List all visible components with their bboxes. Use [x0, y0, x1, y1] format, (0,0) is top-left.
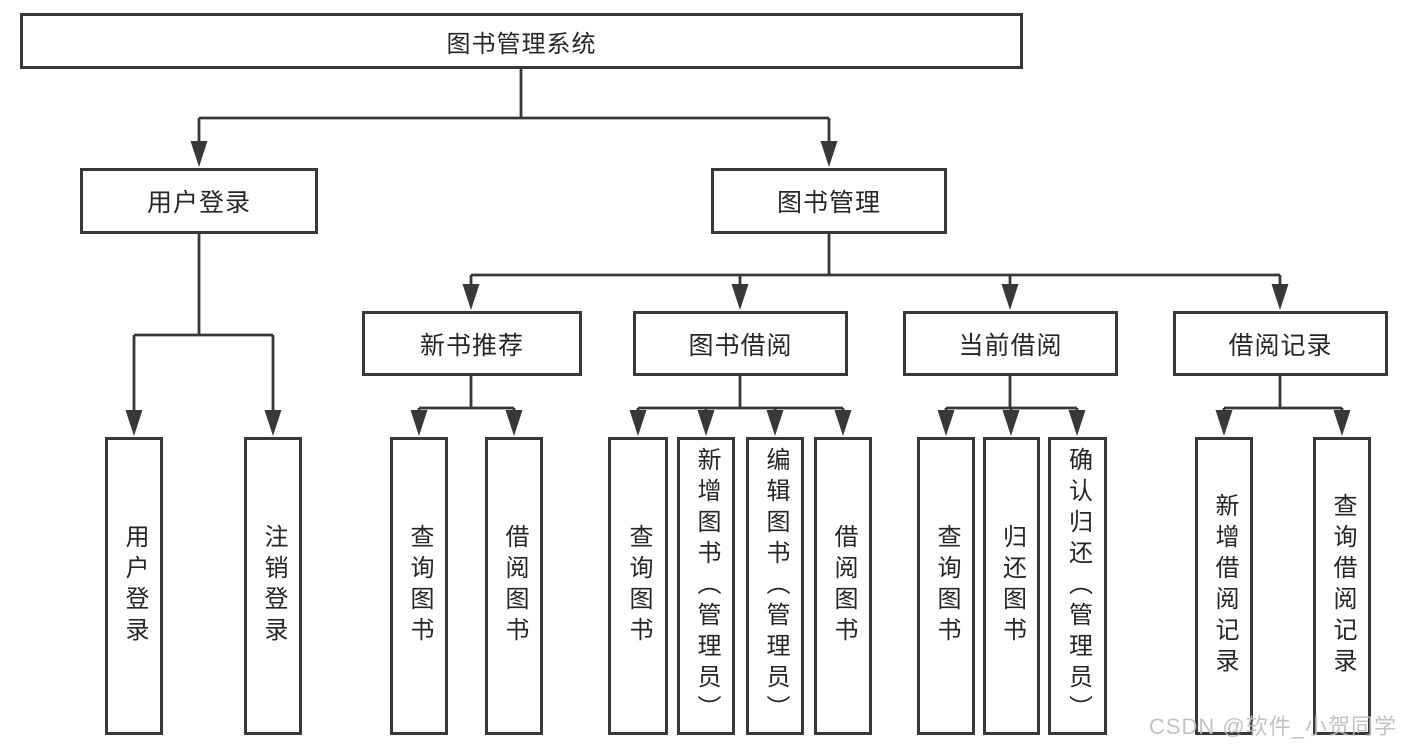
- leaf-query-books-1: 查询图书: [390, 437, 448, 735]
- leaf-confirm-return-admin: 确认归还（管理员）: [1048, 437, 1107, 735]
- node-label: 用户登录: [146, 189, 251, 217]
- arrowhead-icon: [834, 410, 852, 436]
- arrowhead-icon: [820, 141, 838, 167]
- leaf-logout: 注销登录: [244, 437, 302, 735]
- leaf-add-book-admin: 新增图书（管理员）: [677, 437, 735, 735]
- node-label: 查询图书: [933, 524, 960, 648]
- node-label: 查询借阅记录: [1329, 493, 1356, 679]
- node-current-borrowing: 当前借阅: [903, 311, 1118, 376]
- node-label: 用户登录: [121, 524, 148, 648]
- connector-current-borrow-to-leaves: [944, 376, 1079, 413]
- arrowhead-icon: [629, 410, 647, 436]
- leaf-query-borrow-record: 查询借阅记录: [1313, 437, 1371, 735]
- arrowhead-icon: [731, 284, 749, 310]
- leaf-return-book: 归还图书: [983, 437, 1040, 735]
- arrowhead-icon: [937, 410, 955, 436]
- arrowhead-icon: [410, 410, 428, 436]
- node-label: 归还图书: [998, 524, 1026, 648]
- arrowhead-icon: [1002, 410, 1020, 436]
- node-label: 确认归还（管理员）: [1064, 446, 1092, 726]
- node-label: 借阅图书: [501, 524, 528, 648]
- node-book-borrowing: 图书借阅: [633, 311, 848, 376]
- node-label: 查询图书: [406, 524, 433, 648]
- node-label: 图书管理系统: [446, 30, 597, 58]
- node-label: 编辑图书（管理员）: [762, 446, 789, 726]
- node-library-management-system: 图书管理系统: [20, 13, 1023, 69]
- arrowhead-icon: [125, 410, 143, 436]
- node-label: 新增借阅记录: [1211, 493, 1238, 679]
- csdn-watermark: CSDN @软件_小贺同学: [1148, 714, 1397, 739]
- leaf-edit-book-admin: 编辑图书（管理员）: [746, 437, 804, 735]
- node-book-management: 图书管理: [711, 168, 947, 234]
- arrowhead-icon: [1215, 410, 1233, 436]
- connector-root-to-level2: [197, 68, 831, 143]
- leaf-user-login: 用户登录: [105, 437, 163, 735]
- arrowhead-icon: [190, 141, 208, 167]
- arrowheads: [125, 141, 1351, 436]
- connector-user-login-to-leaves: [132, 234, 275, 413]
- leaf-borrow-books-2: 借阅图书: [814, 437, 872, 735]
- arrowhead-icon: [1271, 284, 1289, 310]
- connector-book-mgmt-to-level3: [469, 234, 1282, 287]
- node-label: 新书推荐: [419, 331, 524, 360]
- leaf-query-books-3: 查询图书: [917, 437, 975, 735]
- node-label: 查询图书: [625, 524, 652, 648]
- connector-book-borrow-to-leaves: [636, 376, 845, 413]
- connector-borrow-records-to-leaves: [1222, 376, 1344, 413]
- node-borrow-records: 借阅记录: [1173, 311, 1388, 376]
- arrowhead-icon: [766, 410, 784, 436]
- node-label: 图书借阅: [688, 331, 793, 360]
- arrowhead-icon: [697, 410, 715, 436]
- leaf-borrow-books-1: 借阅图书: [485, 437, 543, 735]
- node-label: 当前借阅: [958, 331, 1063, 360]
- arrowhead-icon: [1001, 284, 1019, 310]
- arrowhead-icon: [505, 410, 523, 436]
- connector-new-books-to-leaves: [417, 376, 516, 413]
- node-label: 注销登录: [260, 524, 287, 648]
- arrowhead-icon: [1068, 410, 1086, 436]
- node-label: 借阅记录: [1228, 331, 1333, 360]
- node-user-login: 用户登录: [80, 168, 318, 234]
- leaf-query-books-2: 查询图书: [608, 437, 668, 735]
- node-label: 借阅图书: [830, 524, 857, 648]
- leaf-add-borrow-record: 新增借阅记录: [1195, 437, 1253, 735]
- arrowhead-icon: [264, 410, 282, 436]
- arrowhead-icon: [1333, 410, 1351, 436]
- arrowhead-icon: [462, 284, 480, 310]
- node-new-book-recommend: 新书推荐: [362, 311, 582, 376]
- node-label: 图书管理: [776, 189, 881, 217]
- node-label: 新增图书（管理员）: [693, 446, 720, 726]
